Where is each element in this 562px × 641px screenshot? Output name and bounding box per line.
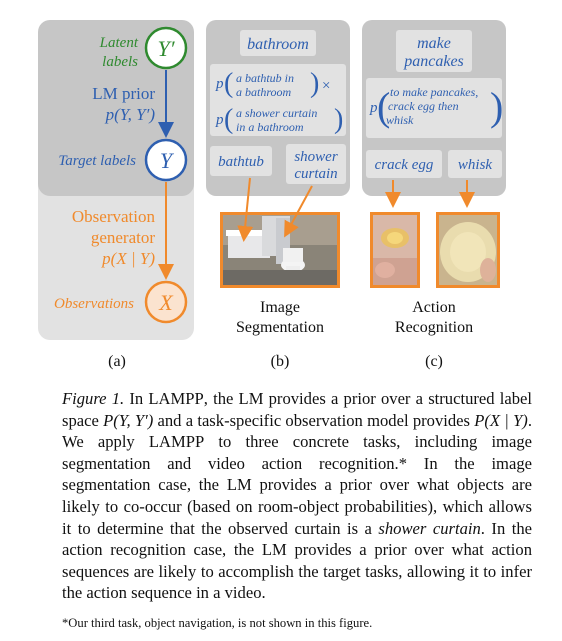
prob2-p-symbol: p <box>215 112 224 128</box>
panel-a: Latent labels Y′ LM prior p(Y, Y′) Targe… <box>38 20 194 370</box>
action-recognition-text-1: Action <box>412 299 456 316</box>
panel-c-sublabel: (c) <box>425 353 443 370</box>
shower-curtain-label-box <box>286 144 346 184</box>
latent-labels-text-1: Latent <box>99 35 139 51</box>
prob1-line1: a bathtub in <box>236 71 294 85</box>
pancake-prob-paren-left: ( <box>377 84 390 129</box>
caption-text-3: and a task-specific observation model pr… <box>153 410 475 430</box>
caption-text-5: to three concrete tasks, including image… <box>62 432 532 538</box>
crack-egg-image <box>370 212 420 288</box>
bathtub-arrow <box>237 177 254 242</box>
image-segmentation-text-2: Segmentation <box>236 319 324 336</box>
pancake-prob-line2: crack egg then <box>388 99 459 113</box>
bathroom-image <box>220 212 340 288</box>
observation-node-label: X <box>158 290 174 315</box>
lm-prior-text-1: LM prior <box>92 84 155 103</box>
caption-lampp-1: LAMPP <box>148 389 204 408</box>
figure-caption: Figure 1. In LAMPP, the LM provides a pr… <box>62 388 532 604</box>
make-pancakes-text-2: pancakes <box>403 53 464 70</box>
crack-egg-label-box <box>366 150 442 178</box>
whisk-image <box>436 212 500 288</box>
caption-text-4: . We apply <box>62 410 532 452</box>
panel-b: bathroom p ( a bathtub in a bathroom ) ×… <box>206 20 350 370</box>
target-node <box>144 138 188 182</box>
pancake-prob-line1: to make pancakes, <box>390 85 478 99</box>
pancake-prob-paren-right: ) <box>490 84 503 129</box>
caption-lampp-2: LAMPP <box>148 432 205 452</box>
panel-c: make pancakes p ( to make pancakes, crac… <box>362 20 506 370</box>
bathtub-label-box <box>210 146 272 176</box>
caption-figure-label: Figure 1. <box>62 389 125 408</box>
figure-diagram: Latent labels Y′ LM prior p(Y, Y′) Targe… <box>38 20 506 370</box>
obs-generator-text-3: p(X | Y) <box>101 249 155 268</box>
make-pancakes-box <box>396 30 472 72</box>
prob1-line2: a bathroom <box>236 85 292 99</box>
pancake-prob-p-symbol: p <box>369 100 378 116</box>
target-node-label: Y <box>160 148 175 173</box>
target-labels-text: Target labels <box>58 153 136 169</box>
panel-b-prob-box <box>210 64 346 136</box>
caption-math-2: P(X | Y) <box>474 410 528 430</box>
bathroom-text: bathroom <box>247 36 309 53</box>
caption-emphasis: shower curtain <box>378 518 481 538</box>
panel-c-prob-box <box>366 78 502 138</box>
observation-node <box>144 280 188 324</box>
prob2-line2: in a bathroom <box>236 120 304 134</box>
action-recognition-text-2: Recognition <box>395 319 473 336</box>
obs-generator-text-1: Observation <box>72 207 156 226</box>
prob1-paren-left: ( <box>224 68 233 99</box>
prob1-p-symbol: p <box>215 76 224 92</box>
shower-curtain-arrow <box>284 185 313 238</box>
shower-curtain-label-2: curtain <box>294 166 337 182</box>
whisk-label: whisk <box>458 157 493 173</box>
prob2-paren-left: ( <box>224 104 233 135</box>
observations-text: Observations <box>54 296 134 312</box>
panel-a-sublabel: (a) <box>108 353 126 370</box>
latent-node <box>144 26 188 70</box>
bathtub-label: bathtub <box>218 154 264 170</box>
latent-labels-text-2: labels <box>102 54 138 70</box>
panel-b-sublabel: (b) <box>271 353 290 370</box>
latent-node-label: Y′ <box>157 36 175 61</box>
footnote: *Our third task, object navigation, is n… <box>62 616 373 630</box>
shower-curtain-label-1: shower <box>294 149 338 165</box>
prob2-paren-right: ) <box>334 104 343 135</box>
caption-text-2: , the LM provides a prior over a structu… <box>62 389 532 430</box>
whisk-label-box <box>448 150 502 178</box>
caption-text-1: In <box>124 389 149 408</box>
caption-text-6: . In the action recognition case, the LM… <box>62 518 532 603</box>
make-pancakes-text-1: make <box>417 35 451 52</box>
bathroom-box <box>240 30 316 56</box>
caption-math-1: P(Y, Y′) <box>103 410 154 430</box>
crack-egg-label: crack egg <box>375 157 434 173</box>
lm-prior-text-2: p(Y, Y′) <box>105 105 156 124</box>
times-symbol: × <box>322 78 330 94</box>
prob1-paren-right: ) <box>310 68 319 99</box>
prob2-line1: a shower curtain <box>236 106 317 120</box>
image-segmentation-text-1: Image <box>260 299 300 316</box>
obs-generator-text-2: generator <box>91 228 156 247</box>
pancake-prob-line3: whisk <box>386 113 414 127</box>
